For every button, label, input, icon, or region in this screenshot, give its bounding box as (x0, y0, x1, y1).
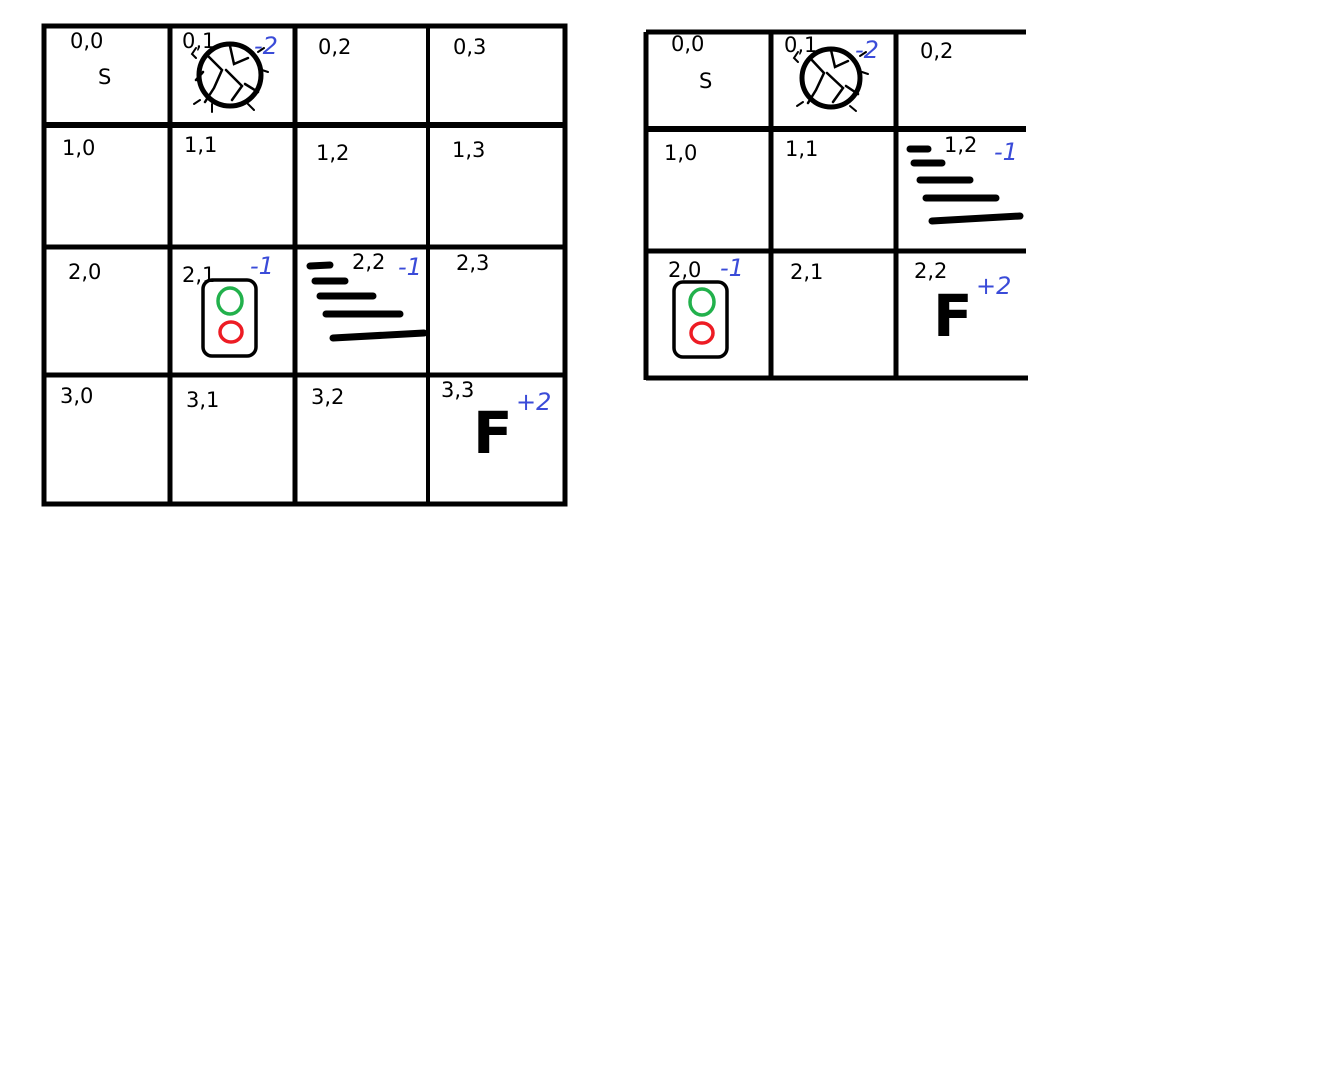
cell-label-2-0: 2,0 (68, 260, 101, 284)
finish-mark: F (473, 399, 513, 467)
cell-label-2-3: 2,3 (456, 251, 489, 275)
cell-label-3-1: 3,1 (186, 388, 219, 412)
cell-label-2-1: 2,1 (182, 263, 215, 287)
cell-label-2-2: 2,2 (914, 259, 947, 283)
reward-light: -1 (250, 252, 274, 280)
grid-lines (643, 29, 1028, 381)
stairs-icon (306, 261, 428, 342)
start-mark: S (699, 69, 712, 93)
reward-finish: +2 (976, 272, 1011, 300)
start-mark: S (98, 65, 111, 89)
cell-label-1-1: 1,1 (184, 133, 217, 157)
cell-label-1-2: 1,2 (944, 133, 977, 157)
pothole-icon (190, 41, 269, 113)
grid-lines (41, 23, 568, 507)
pothole-icon (792, 46, 869, 112)
cell-label-0-2: 0,2 (318, 35, 351, 59)
cell-label-2-2: 2,2 (352, 250, 385, 274)
grid-4x4: 0,0 0,1 0,2 0,3 1,0 1,1 1,2 1,3 2,0 2,1 … (41, 23, 568, 507)
cell-label-1-0: 1,0 (664, 141, 697, 165)
grid-3x3: 0,0 0,1 0,2 1,0 1,1 1,2 2,0 2,1 2,2 S -2… (643, 29, 1028, 381)
reward-hole: -2 (855, 36, 879, 64)
cell-label-2-0: 2,0 (668, 258, 701, 282)
traffic-light-icon (672, 280, 729, 359)
cell-label-0-3: 0,3 (453, 35, 486, 59)
reward-finish: +2 (516, 388, 551, 416)
reward-ladder: -1 (398, 253, 422, 281)
cell-label-3-0: 3,0 (60, 384, 93, 408)
cell-label-1-1: 1,1 (785, 137, 818, 161)
cell-label-0-2: 0,2 (920, 39, 953, 63)
traffic-light-icon (201, 278, 258, 358)
cell-label-2-1: 2,1 (790, 260, 823, 284)
cell-label-1-3: 1,3 (452, 138, 485, 162)
reward-ladder: -1 (994, 138, 1018, 166)
cell-label-1-0: 1,0 (62, 136, 95, 160)
cell-label-0-0: 0,0 (70, 29, 103, 53)
cell-label-0-0: 0,0 (671, 32, 704, 56)
cell-label-3-2: 3,2 (311, 385, 344, 409)
cell-label-3-3: 3,3 (441, 378, 474, 402)
stairs-icon (906, 145, 1024, 225)
finish-mark: F (933, 282, 973, 350)
cell-label-1-2: 1,2 (316, 141, 349, 165)
reward-hole: -2 (254, 32, 278, 60)
reward-light: -1 (720, 254, 744, 282)
